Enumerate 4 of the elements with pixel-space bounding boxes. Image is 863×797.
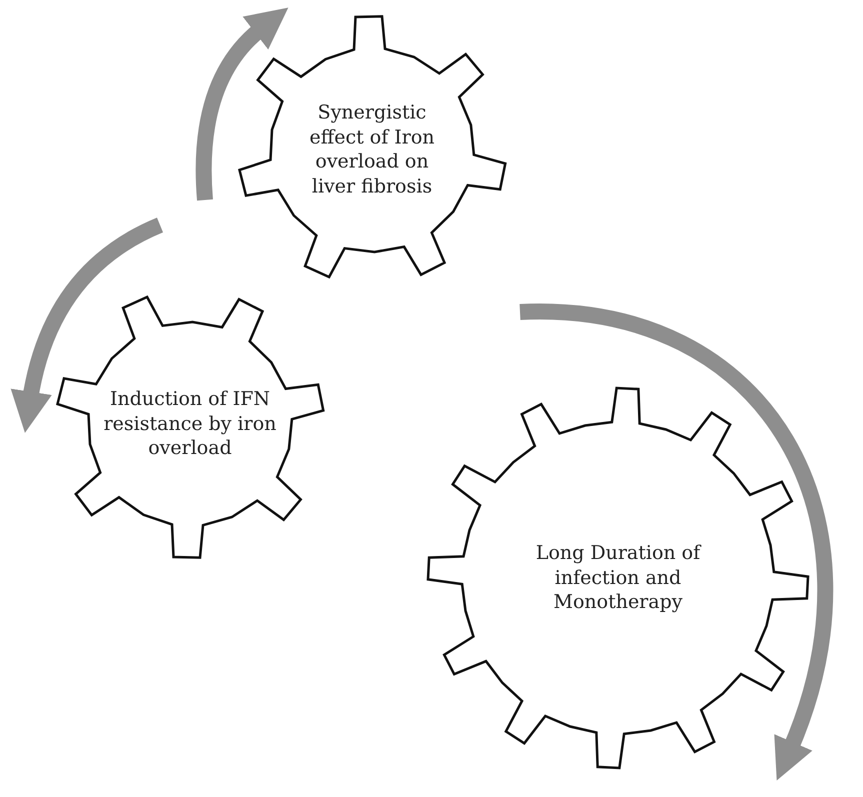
gear-label: Induction of IFN resistance by iron overload: [102, 386, 278, 462]
gear-label: Synergistic effect of Iron overload on liver fibrosis: [308, 100, 436, 200]
gear-node: [424, 384, 812, 772]
gear-label: Long Duration of infection and Monotherapy: [534, 540, 702, 616]
